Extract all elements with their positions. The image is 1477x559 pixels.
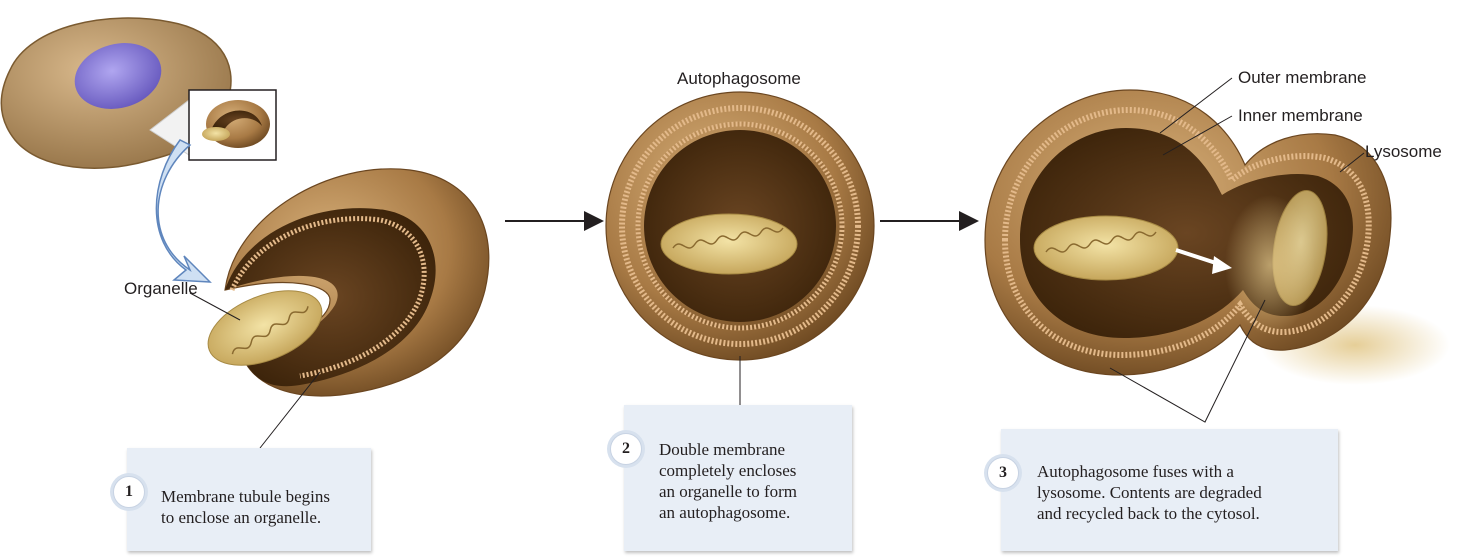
step-2-text: Double membrane completely encloses an o… (659, 439, 797, 523)
inner-membrane-label: Inner membrane (1238, 107, 1363, 124)
lysosome-label: Lysosome (1365, 143, 1442, 160)
membrane-tubule (197, 169, 488, 396)
zoom-curved-arrow (156, 140, 210, 282)
step-3-badge: 3 (987, 457, 1019, 489)
step-3-text: Autophagosome fuses with a lysosome. Con… (1037, 461, 1262, 524)
fusion-illustration (985, 90, 1450, 385)
step-1-text: Membrane tubule begins to enclose an org… (161, 486, 330, 528)
autophagosome-organelle (1034, 216, 1178, 280)
step-3-box: 3 Autophagosome fuses with a lysosome. C… (1001, 429, 1338, 551)
step-1-badge: 1 (113, 476, 145, 508)
step-1-box: 1 Membrane tubule begins to enclose an o… (127, 448, 371, 551)
autophagosome-label: Autophagosome (677, 70, 801, 87)
step-2-box: 2 Double membrane completely encloses an… (624, 405, 852, 551)
autophagosome-illustration (606, 92, 874, 360)
organelle-label: Organelle (124, 280, 198, 297)
outer-membrane-label: Outer membrane (1238, 69, 1367, 86)
step-2-badge: 2 (610, 433, 642, 465)
